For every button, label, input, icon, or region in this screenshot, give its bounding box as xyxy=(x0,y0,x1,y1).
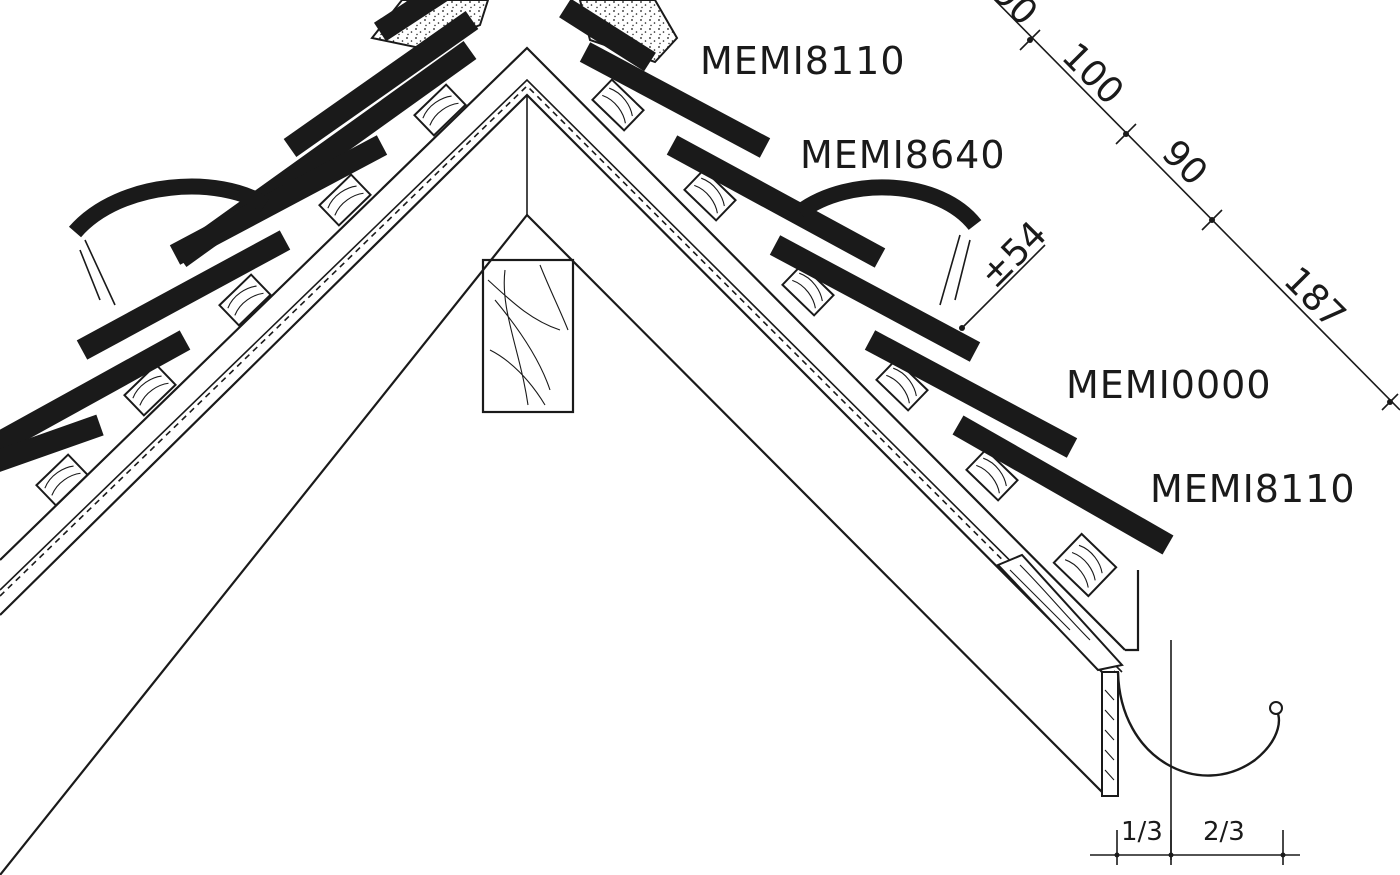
ridge-beam-grain xyxy=(487,264,569,406)
ventilation-arcs xyxy=(68,178,982,306)
label-overlap-dimension: ±54 xyxy=(972,214,1055,297)
ridge-beam-outline xyxy=(481,258,575,414)
ridge-beam xyxy=(481,258,575,414)
label-ventilation-tile: MEMI8640 xyxy=(800,133,1006,177)
label-eave-tile: MEMI8110 xyxy=(1150,467,1356,511)
gutter-split-left: 1/3 xyxy=(1121,817,1163,847)
label-standard-tile: MEMI0000 xyxy=(1066,363,1272,407)
gutter-split-right: 2/3 xyxy=(1203,817,1245,847)
dim-value-2: 90 xyxy=(1154,132,1215,193)
label-ridge-tile: MEMI8110 xyxy=(700,39,906,83)
dim-value-1: 100 xyxy=(1054,35,1132,113)
dimension-chain xyxy=(959,0,1400,411)
roof-structure xyxy=(0,46,1126,875)
gutter-icon xyxy=(1116,671,1281,777)
gutter-split-dimension: 1/3 2/3 xyxy=(1090,817,1300,865)
underlay-dashed-line xyxy=(0,84,1120,677)
underlay-line xyxy=(0,78,1123,673)
battens-left xyxy=(35,83,467,507)
tiles-left xyxy=(0,0,479,472)
dim-value-0: 90 xyxy=(984,0,1045,34)
eave-detail xyxy=(996,553,1283,860)
rafter-outer-line xyxy=(0,46,1126,651)
battens-right xyxy=(591,78,1118,598)
tiles-right xyxy=(559,0,1174,555)
dim-value-3: 187 xyxy=(1276,259,1354,337)
